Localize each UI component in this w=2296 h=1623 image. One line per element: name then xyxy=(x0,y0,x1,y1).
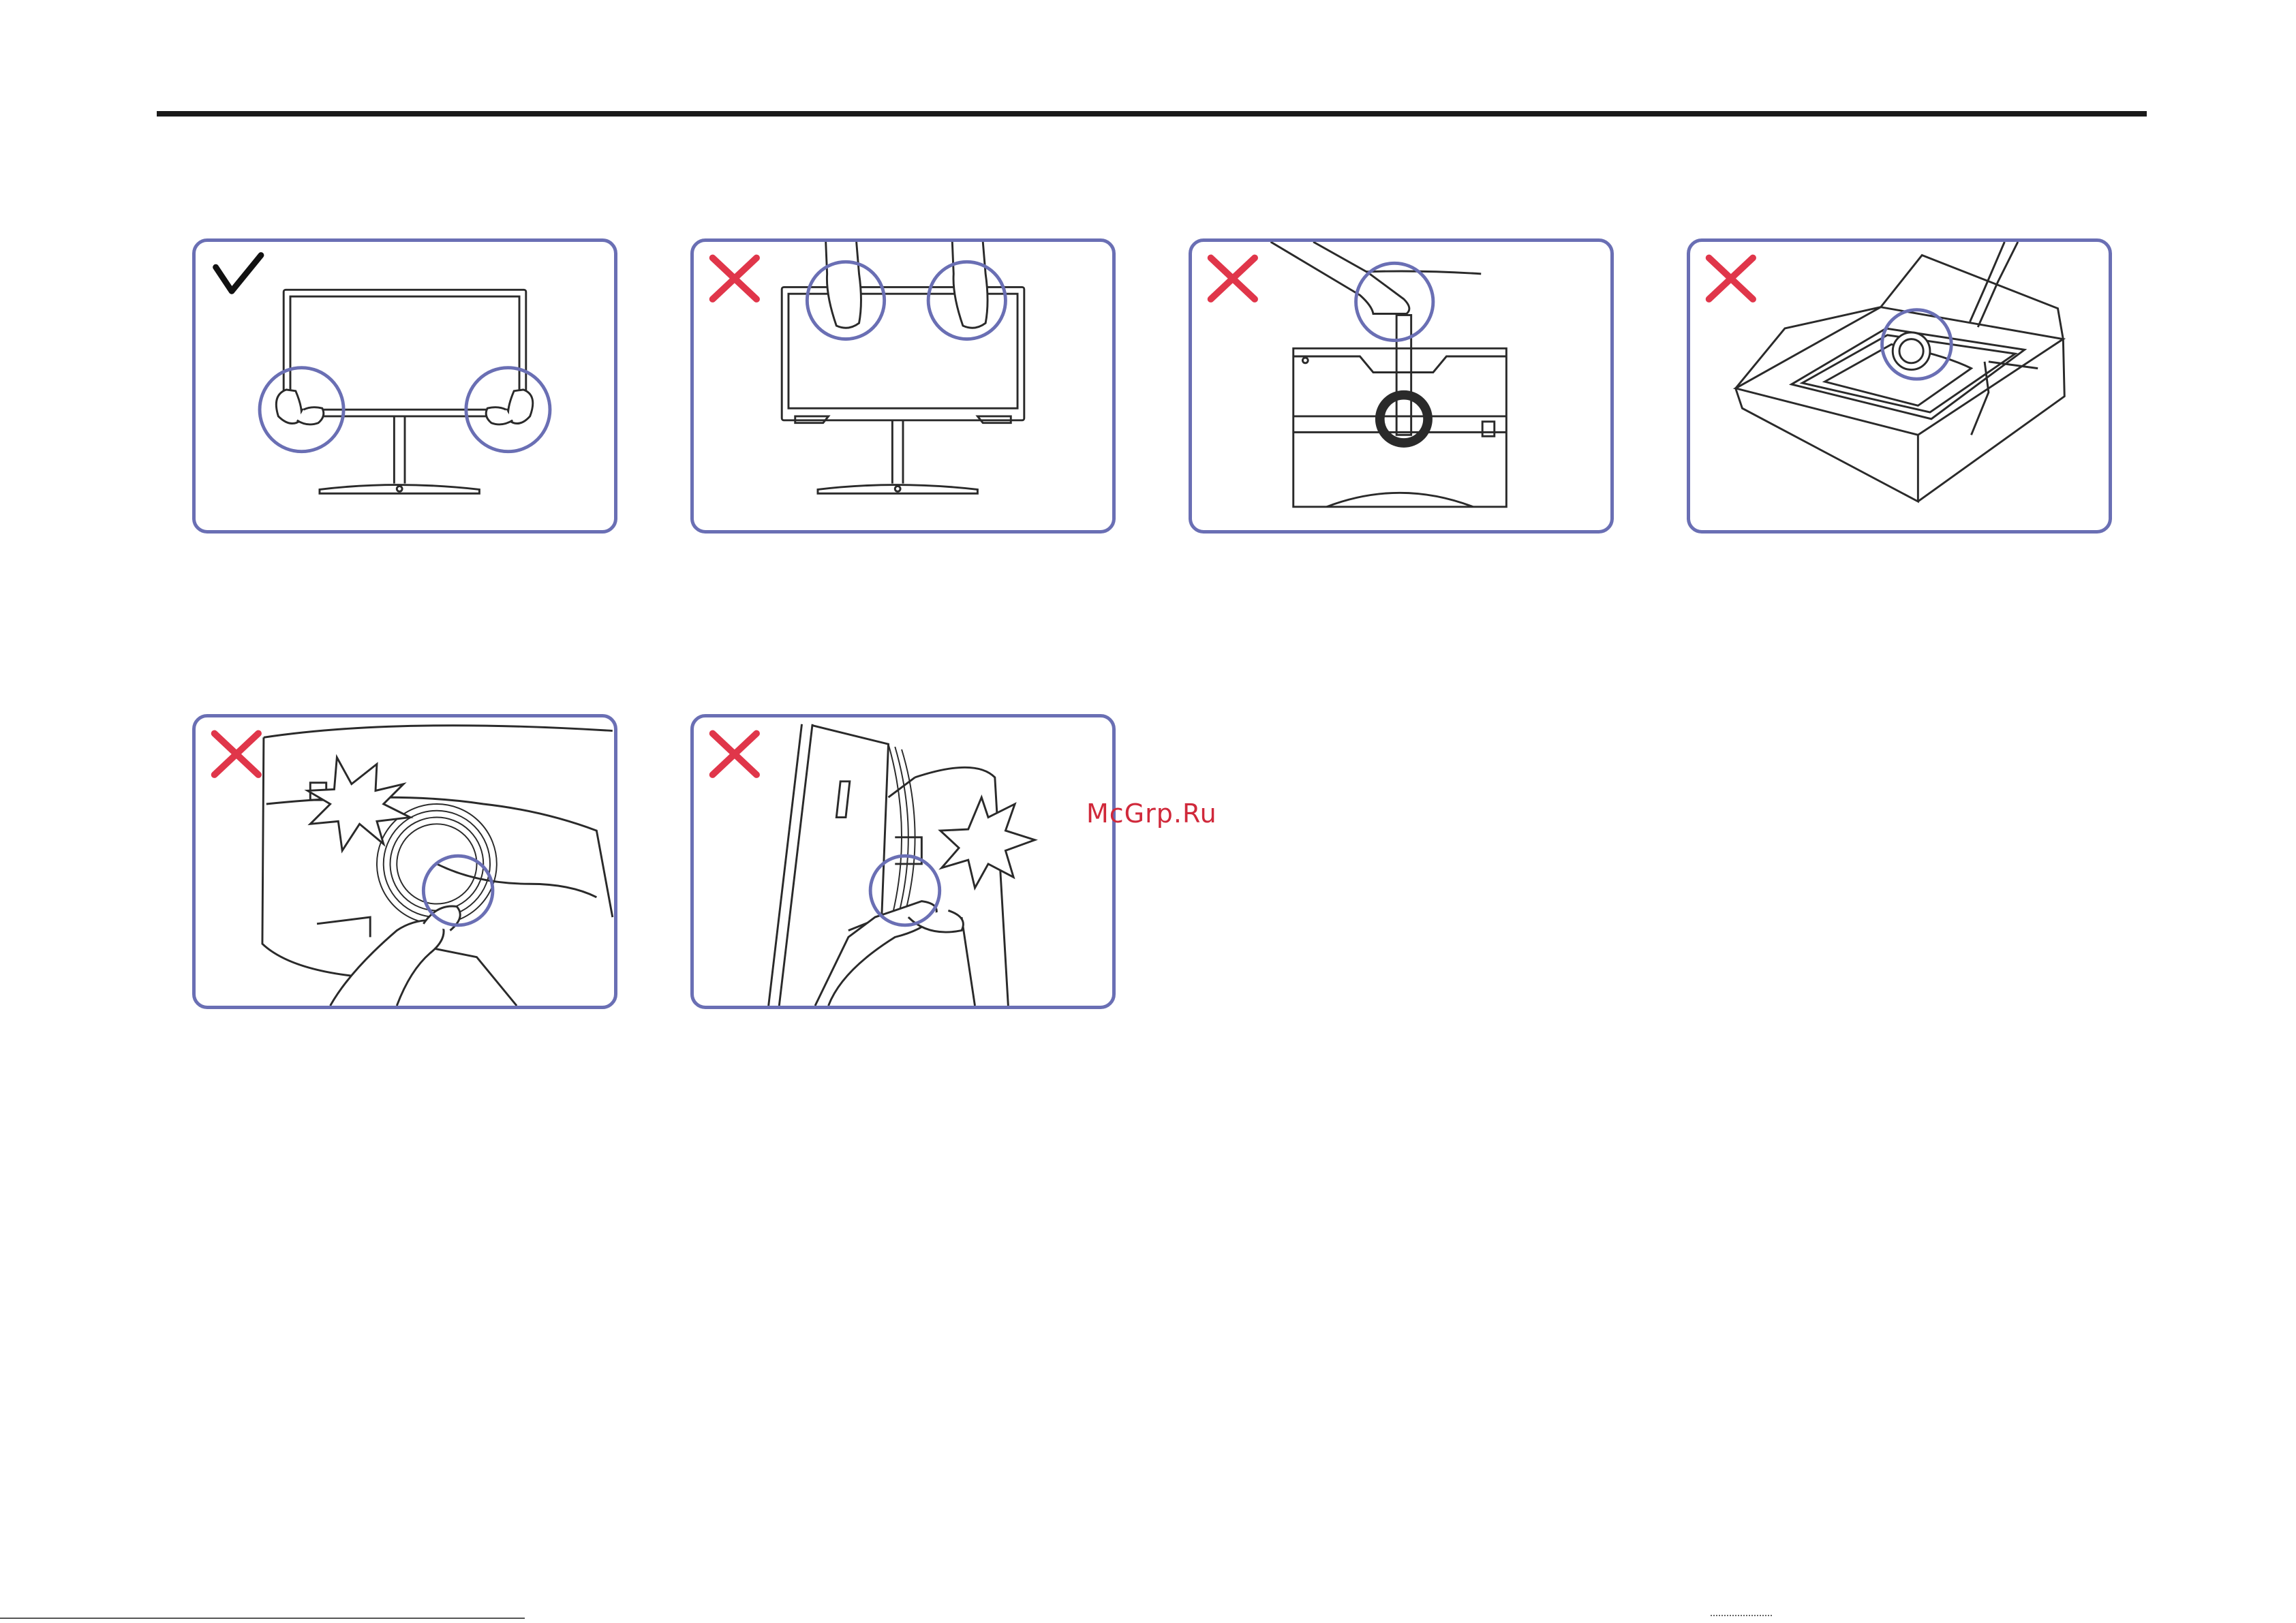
monitor-top-grip-illustration xyxy=(694,242,1112,530)
stand-base-icon xyxy=(1893,333,1930,370)
hand-icon xyxy=(826,242,988,328)
cross-icon xyxy=(713,733,756,775)
pivot-joint-pinch-illustration xyxy=(196,717,614,1006)
illustration-panel-pivot-pinch xyxy=(192,714,617,1009)
cross-icon xyxy=(1709,258,1753,299)
illustration-panel-top-edge-grip xyxy=(690,238,1116,534)
top-rule xyxy=(157,111,2147,117)
cross-icon xyxy=(713,258,756,299)
stand-gap-pinch-illustration xyxy=(694,717,1112,1006)
illustration-panel-stand-gap-pinch xyxy=(690,714,1116,1009)
illustration-panel-box-lift xyxy=(1687,238,2112,534)
monitor-side-grip-illustration xyxy=(196,242,614,530)
watermark-text: McGrp.Ru xyxy=(1086,799,1217,829)
check-icon xyxy=(216,256,261,292)
cross-icon xyxy=(1211,258,1255,299)
hand-icon xyxy=(815,901,963,1006)
illustration-panel-correct-side-grip xyxy=(192,238,617,534)
illustration-panel-stand-grip xyxy=(1189,238,1614,534)
hand-icon xyxy=(1271,242,1409,314)
monitor-box-lift-illustration xyxy=(1690,242,2109,530)
monitor-stand-grip-illustration xyxy=(1192,242,1610,530)
impact-burst-icon xyxy=(940,797,1035,888)
footer-rule xyxy=(0,1618,525,1619)
footer-marks xyxy=(1711,1615,1772,1620)
cross-icon xyxy=(215,733,258,775)
impact-burst-icon xyxy=(307,758,410,851)
